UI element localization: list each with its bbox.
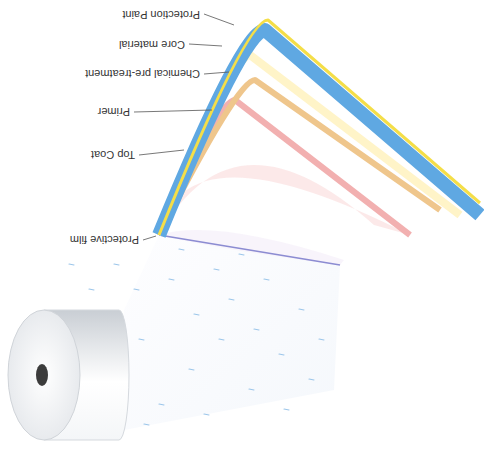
part-label: Top Coat [91, 148, 135, 162]
part-label: Protective film [70, 233, 139, 247]
core-layer [159, 30, 480, 235]
part-label: Protection Paint [122, 8, 200, 22]
part-label: Primer [98, 105, 130, 119]
film-edge [159, 235, 340, 265]
primer-layer [159, 80, 440, 235]
film-layer [159, 230, 344, 265]
part-label: Chemical pre-treatment [85, 67, 200, 81]
part-label: Core material [119, 38, 185, 52]
coil-face [8, 310, 80, 440]
film-sheet [124, 235, 340, 430]
paint-layer [159, 20, 480, 235]
top-coat-fill [159, 165, 410, 235]
coil-core-hole [36, 364, 48, 386]
